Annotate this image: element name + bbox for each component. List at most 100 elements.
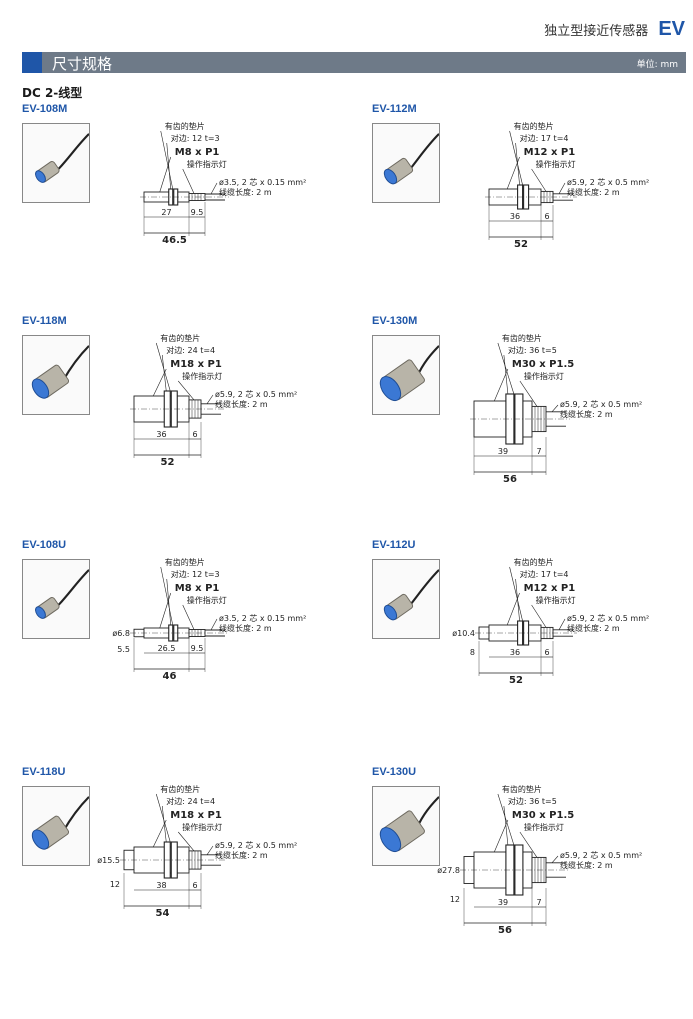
cable-spec-label: ø3.5, 2 芯 x 0.15 mm²: [219, 613, 306, 623]
dim-rear-label: 7: [536, 898, 541, 907]
thread-spec-label: M8 x P1: [175, 583, 220, 594]
leader-line: [494, 368, 509, 402]
leader-line: [155, 793, 171, 843]
cable-shape: [553, 629, 573, 637]
dim-head-label: 12: [450, 895, 460, 904]
cable-shape: [409, 133, 440, 170]
category-title: 独立型接近传感器: [544, 24, 649, 39]
cable-length-label: 线缆长度: 2 m: [219, 623, 272, 633]
section-band: 尺寸规格 单位: mm: [22, 52, 686, 73]
leader-line: [519, 831, 538, 858]
washer-label: 有齿的垫片: [165, 121, 205, 131]
cable-shape: [205, 629, 225, 637]
indicator-label: 操作指示灯: [182, 822, 222, 832]
cable-shape: [553, 193, 573, 201]
sensing-face-shape: [379, 376, 402, 402]
cable-length-label: 线缆长度: 2 m: [560, 409, 613, 419]
dim-total-label: 56: [503, 474, 517, 485]
model-name: EV-112U: [372, 539, 416, 551]
leader-line: [531, 168, 547, 192]
sensing-face-shape: [31, 378, 50, 399]
dim-rear-label: 7: [536, 447, 541, 456]
leader-line: [531, 604, 547, 628]
sensor-photo-image: [383, 133, 440, 185]
leader-line: [152, 819, 167, 848]
cable-shape: [62, 796, 90, 833]
dim-total-label: 52: [161, 457, 175, 468]
sensor-photo-image: [31, 345, 90, 399]
leader-line: [159, 156, 172, 193]
thread-spec-label: M12 x P1: [524, 147, 576, 158]
dim-total-label: 52: [509, 675, 523, 686]
indicator-label: 操作指示灯: [536, 595, 576, 605]
indicator-label: 操作指示灯: [187, 159, 227, 169]
model-name: EV-130U: [372, 766, 417, 778]
model-name: EV-118U: [22, 766, 66, 778]
thread-spec-label: M18 x P1: [170, 359, 222, 370]
cable-spec-label: ø5.9, 2 芯 x 0.5 mm²: [567, 177, 649, 187]
model-name: EV-112M: [372, 103, 417, 115]
leader-line: [166, 142, 172, 190]
product-photo: [22, 559, 90, 639]
cable-shape: [205, 193, 225, 201]
dim-total-label: 46.5: [162, 235, 187, 246]
thread-spec-label: M18 x P1: [170, 810, 222, 821]
leader-line: [206, 845, 214, 855]
leader-line: [503, 805, 509, 846]
cable-shape: [546, 411, 566, 427]
cable-shape: [57, 569, 90, 606]
sensing-face-shape: [383, 604, 398, 621]
leader-line: [509, 130, 523, 186]
leader-line: [519, 380, 538, 407]
cable-length-label: 线缆长度: 2 m: [219, 187, 272, 197]
cable-shape: [62, 345, 90, 382]
dim-body-label: 39: [498, 447, 508, 456]
across-flats-label: 对边: 24 t=4: [166, 796, 215, 806]
dim-head-label: 5.5: [117, 645, 130, 654]
dim-rear-label: 6: [544, 648, 549, 657]
washer-label: 有齿的垫片: [514, 557, 554, 567]
dim-total-label: 52: [514, 239, 528, 250]
cable-spec-label: ø5.9, 2 芯 x 0.5 mm²: [560, 399, 642, 409]
nut-shape: [168, 624, 174, 642]
sensing-face-shape: [35, 170, 46, 183]
sensor-photo-image: [35, 569, 90, 619]
unit-label: 单位: mm: [636, 60, 678, 70]
sensor-photo-image: [379, 796, 440, 853]
leader-line: [160, 566, 174, 626]
leader-line: [182, 604, 195, 630]
leader-line: [558, 182, 566, 194]
leader-line: [515, 142, 520, 186]
leader-line: [551, 404, 559, 412]
wiring-type: DC 2-线型: [22, 86, 83, 100]
across-flats-label: 对边: 12 t=3: [171, 133, 220, 143]
washer-label: 有齿的垫片: [165, 557, 205, 567]
thread-spec-label: M12 x P1: [524, 583, 576, 594]
dim-rear-label: 6: [192, 881, 197, 890]
series-code: EV: [658, 18, 685, 40]
washer-label: 有齿的垫片: [160, 784, 200, 794]
dim-body-label: 36: [510, 212, 520, 221]
leader-line: [551, 855, 559, 863]
dim-body-label: 38: [156, 881, 166, 890]
leader-line: [506, 592, 520, 626]
dim-head-label: 8: [470, 648, 475, 657]
dim-rear-label: 9.5: [191, 208, 204, 217]
across-flats-label: 对边: 12 t=3: [171, 569, 220, 579]
leader-line: [155, 342, 171, 392]
leader-line: [159, 592, 172, 629]
dim-rear-label: 6: [192, 430, 197, 439]
thread-spec-label: M30 x P1.5: [512, 359, 574, 370]
dim-diameter-label: ø27.8: [437, 866, 460, 875]
leader-line: [503, 354, 509, 395]
